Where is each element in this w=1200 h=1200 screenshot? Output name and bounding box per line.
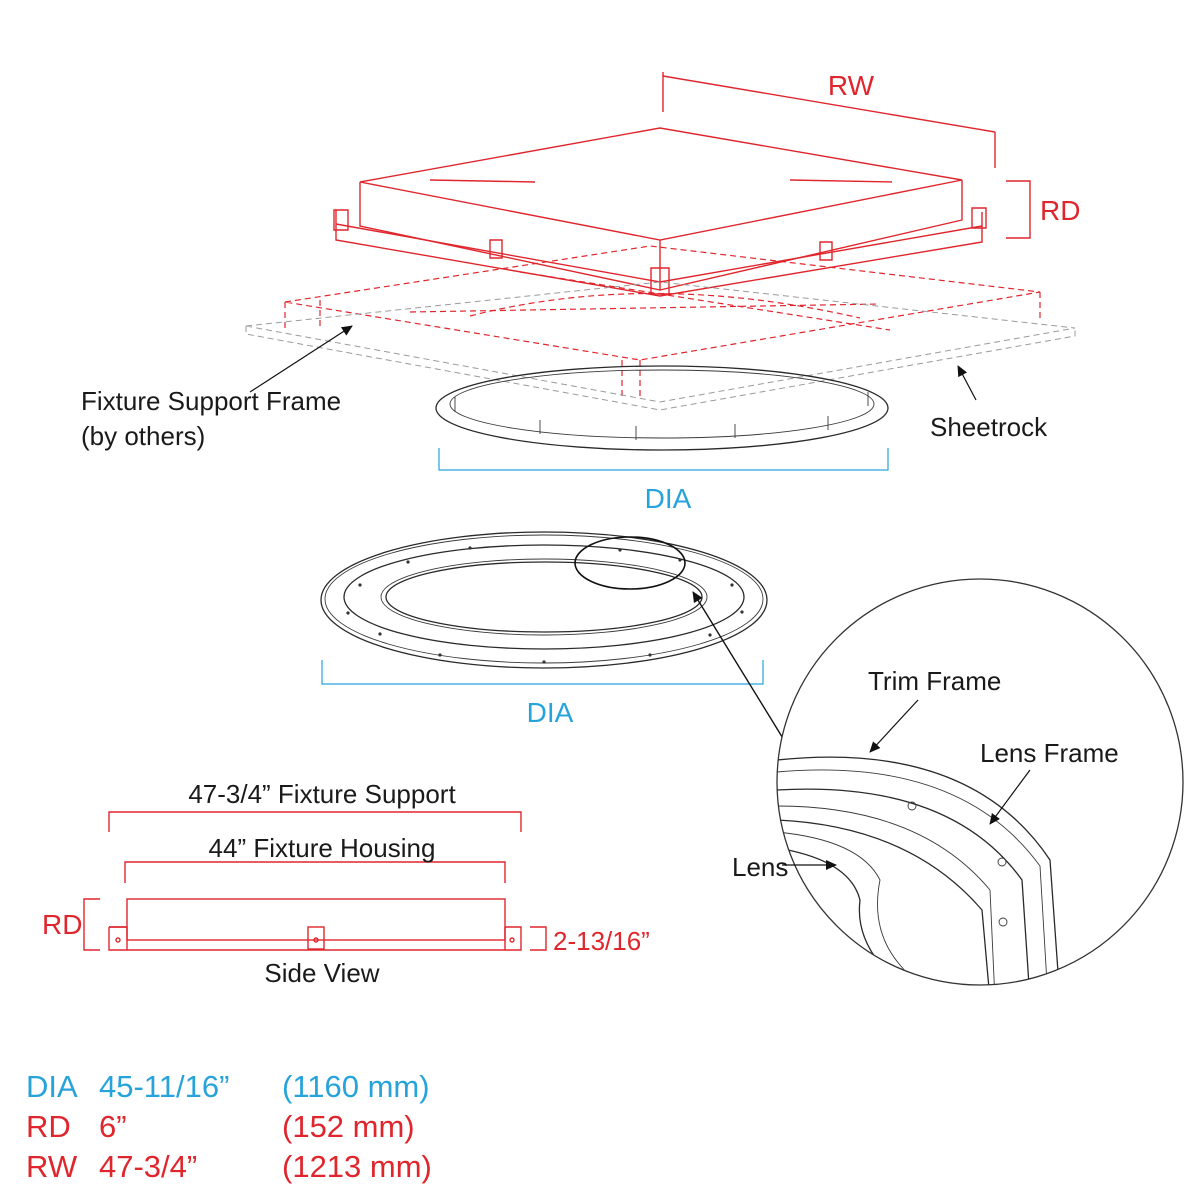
dia-dimension-middle: DIA: [321, 660, 764, 728]
side-rd-label: RD: [42, 909, 82, 940]
detail-callout-circle: [574, 536, 686, 590]
detail-connector-arrow: [692, 591, 794, 752]
legend-key: RD: [26, 1109, 71, 1144]
trim-ring-view: [320, 531, 768, 669]
legend-metric: (152 mm): [282, 1109, 415, 1144]
sheetrock-label: Sheetrock: [930, 412, 1048, 442]
dia-label-middle: DIA: [527, 697, 574, 728]
legend-imperial: 6”: [99, 1109, 127, 1144]
housing-box: [333, 127, 987, 297]
legend-key: DIA: [26, 1069, 78, 1104]
trim-frame-label: Trim Frame: [868, 666, 1001, 696]
legend-metric: (1213 mm): [282, 1149, 432, 1184]
lens-label: Lens: [732, 852, 788, 882]
sheetrock-leader: [957, 365, 977, 401]
legend-imperial: 47-3/4”: [99, 1149, 198, 1184]
dia-label-top: DIA: [645, 483, 692, 514]
lens-frame-label: Lens Frame: [980, 738, 1119, 768]
legend-metric: (1160 mm): [282, 1069, 430, 1104]
rw-label: RW: [828, 70, 875, 101]
side-view: 47-3/4” Fixture Support 44” Fixture Hous…: [42, 779, 650, 988]
rd-dimension: RD: [1006, 180, 1080, 239]
support-frame-sublabel: (by others): [81, 421, 205, 451]
dia-dimension-top: DIA: [438, 448, 889, 514]
legend-imperial: 45-11/16”: [99, 1069, 230, 1104]
support-frame-label: Fixture Support Frame: [81, 386, 341, 416]
side-view-title: Side View: [264, 958, 379, 988]
support-frame-leader: [249, 325, 353, 393]
rw-dimension: RW: [662, 70, 996, 168]
legend-key: RW: [26, 1149, 78, 1184]
trim-depth-label: 2-13/16”: [553, 926, 650, 956]
sheetrock-plane: [245, 281, 1076, 411]
detail-magnified-view: [776, 578, 1184, 986]
rd-label: RD: [1040, 195, 1080, 226]
fixture-housing-label: 44” Fixture Housing: [209, 833, 436, 863]
trim-ring-top: [435, 365, 889, 451]
trim-frame-leader: [869, 699, 919, 753]
lens-frame-leader: [989, 769, 1031, 825]
fixture-support-frame: [284, 245, 1041, 400]
fixture-support-label: 47-3/4” Fixture Support: [188, 779, 456, 809]
